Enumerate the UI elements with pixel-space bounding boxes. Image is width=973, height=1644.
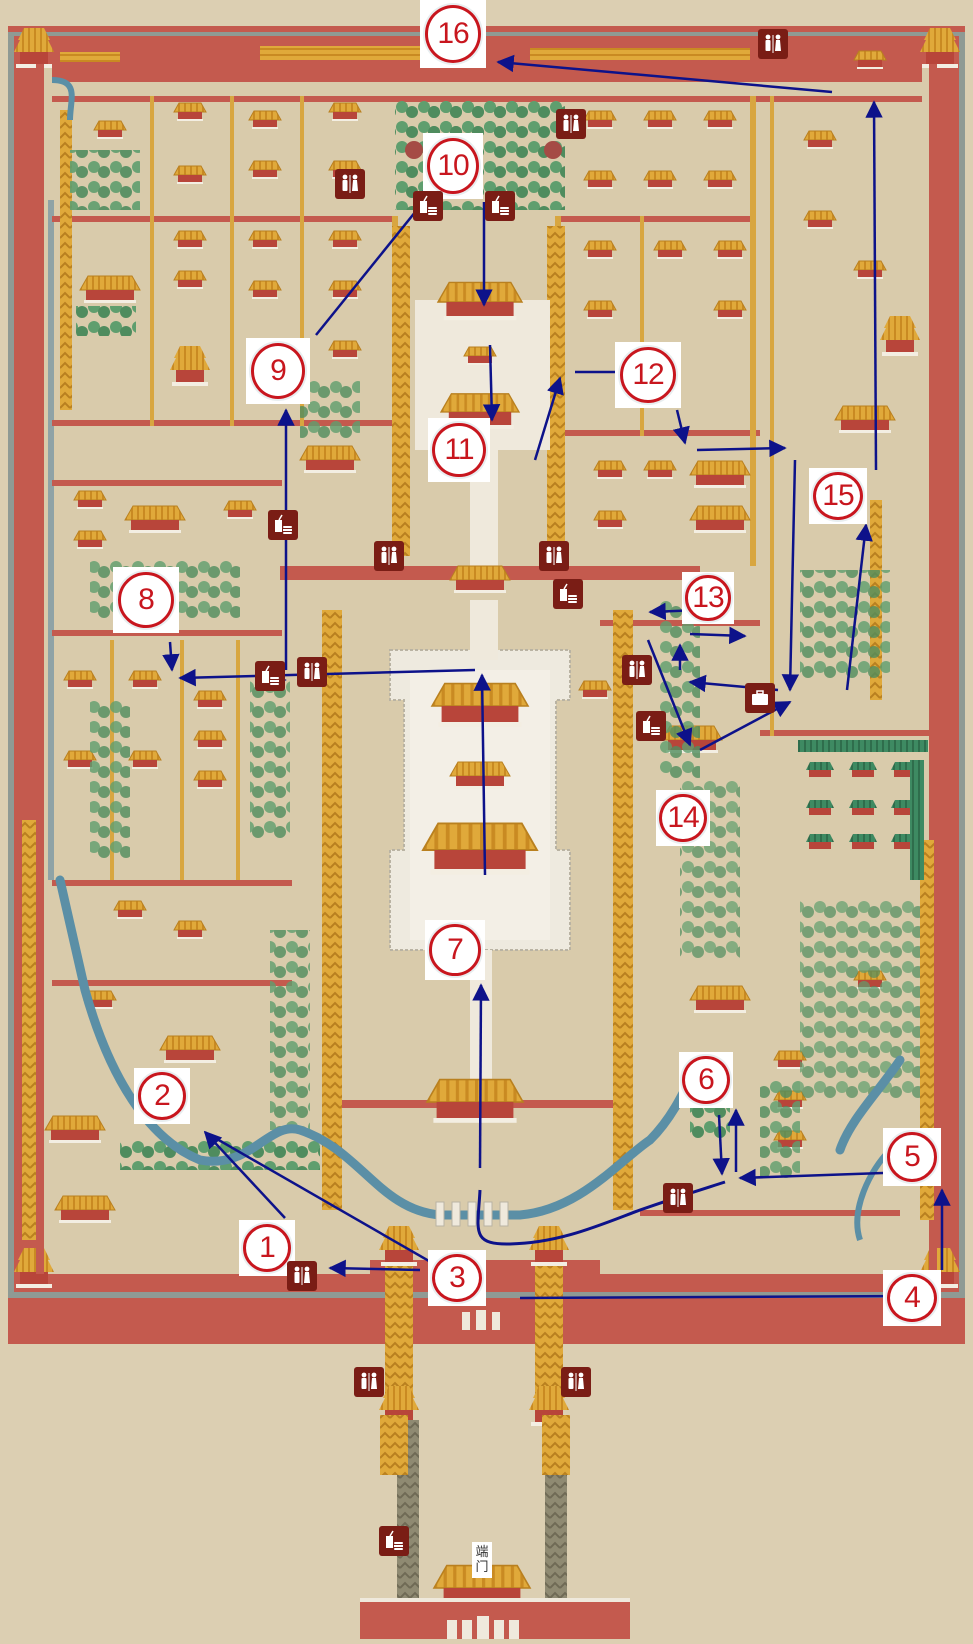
marker-number: 11 — [432, 422, 486, 478]
restroom-icon[interactable] — [758, 29, 788, 59]
restroom-icon[interactable] — [561, 1367, 591, 1397]
food-drink-icon[interactable] — [553, 579, 583, 609]
food-drink-icon[interactable] — [379, 1526, 409, 1556]
marker-number: 9 — [250, 342, 306, 400]
restroom-icon[interactable] — [354, 1367, 384, 1397]
route-stop-marker-11[interactable]: 11 — [428, 418, 490, 482]
marker-number: 3 — [431, 1253, 483, 1303]
restroom-icon[interactable] — [663, 1183, 693, 1213]
marker-number: 7 — [429, 924, 481, 976]
route-stop-marker-6[interactable]: 6 — [679, 1052, 733, 1108]
food-drink-icon[interactable] — [485, 191, 515, 221]
marker-number: 16 — [424, 5, 482, 63]
food-drink-icon[interactable] — [413, 191, 443, 221]
restroom-icon[interactable] — [297, 657, 327, 687]
route-stop-marker-15[interactable]: 15 — [809, 468, 867, 524]
restroom-icon[interactable] — [374, 541, 404, 571]
restroom-icon[interactable] — [539, 541, 569, 571]
marker-number: 2 — [137, 1071, 187, 1121]
marker-number: 8 — [117, 571, 175, 629]
route-stop-marker-1[interactable]: 1 — [239, 1220, 295, 1276]
food-drink-icon[interactable] — [636, 711, 666, 741]
restroom-icon[interactable] — [335, 169, 365, 199]
marker-number: 14 — [659, 793, 707, 843]
route-stop-marker-10[interactable]: 10 — [423, 133, 483, 199]
luggage-storage-icon[interactable] — [745, 683, 775, 713]
marker-number: 15 — [812, 471, 864, 521]
route-stop-marker-5[interactable]: 5 — [883, 1128, 941, 1186]
route-stop-marker-14[interactable]: 14 — [656, 790, 710, 846]
marker-number: 4 — [886, 1273, 938, 1323]
route-stop-marker-9[interactable]: 9 — [246, 338, 310, 404]
marker-number: 1 — [242, 1223, 292, 1273]
food-drink-icon[interactable] — [255, 661, 285, 691]
route-stop-marker-4[interactable]: 4 — [883, 1270, 941, 1326]
route-stop-marker-7[interactable]: 7 — [425, 920, 485, 980]
route-stop-marker-12[interactable]: 12 — [615, 342, 681, 408]
marker-number: 5 — [886, 1131, 938, 1183]
food-drink-icon[interactable] — [268, 510, 298, 540]
restroom-icon[interactable] — [556, 109, 586, 139]
restroom-icon[interactable] — [287, 1261, 317, 1291]
marker-number: 6 — [682, 1055, 730, 1105]
restroom-icon[interactable] — [622, 655, 652, 685]
route-stop-marker-13[interactable]: 13 — [682, 572, 734, 624]
route-stop-marker-3[interactable]: 3 — [428, 1250, 486, 1306]
marker-number: 13 — [685, 575, 731, 621]
route-stop-marker-2[interactable]: 2 — [134, 1068, 190, 1124]
marker-number: 12 — [619, 346, 677, 404]
route-stop-marker-8[interactable]: 8 — [113, 567, 179, 633]
route-stop-marker-16[interactable]: 16 — [420, 0, 486, 68]
marker-number: 10 — [427, 137, 479, 195]
duan-gate-label: 端门 — [472, 1542, 492, 1578]
